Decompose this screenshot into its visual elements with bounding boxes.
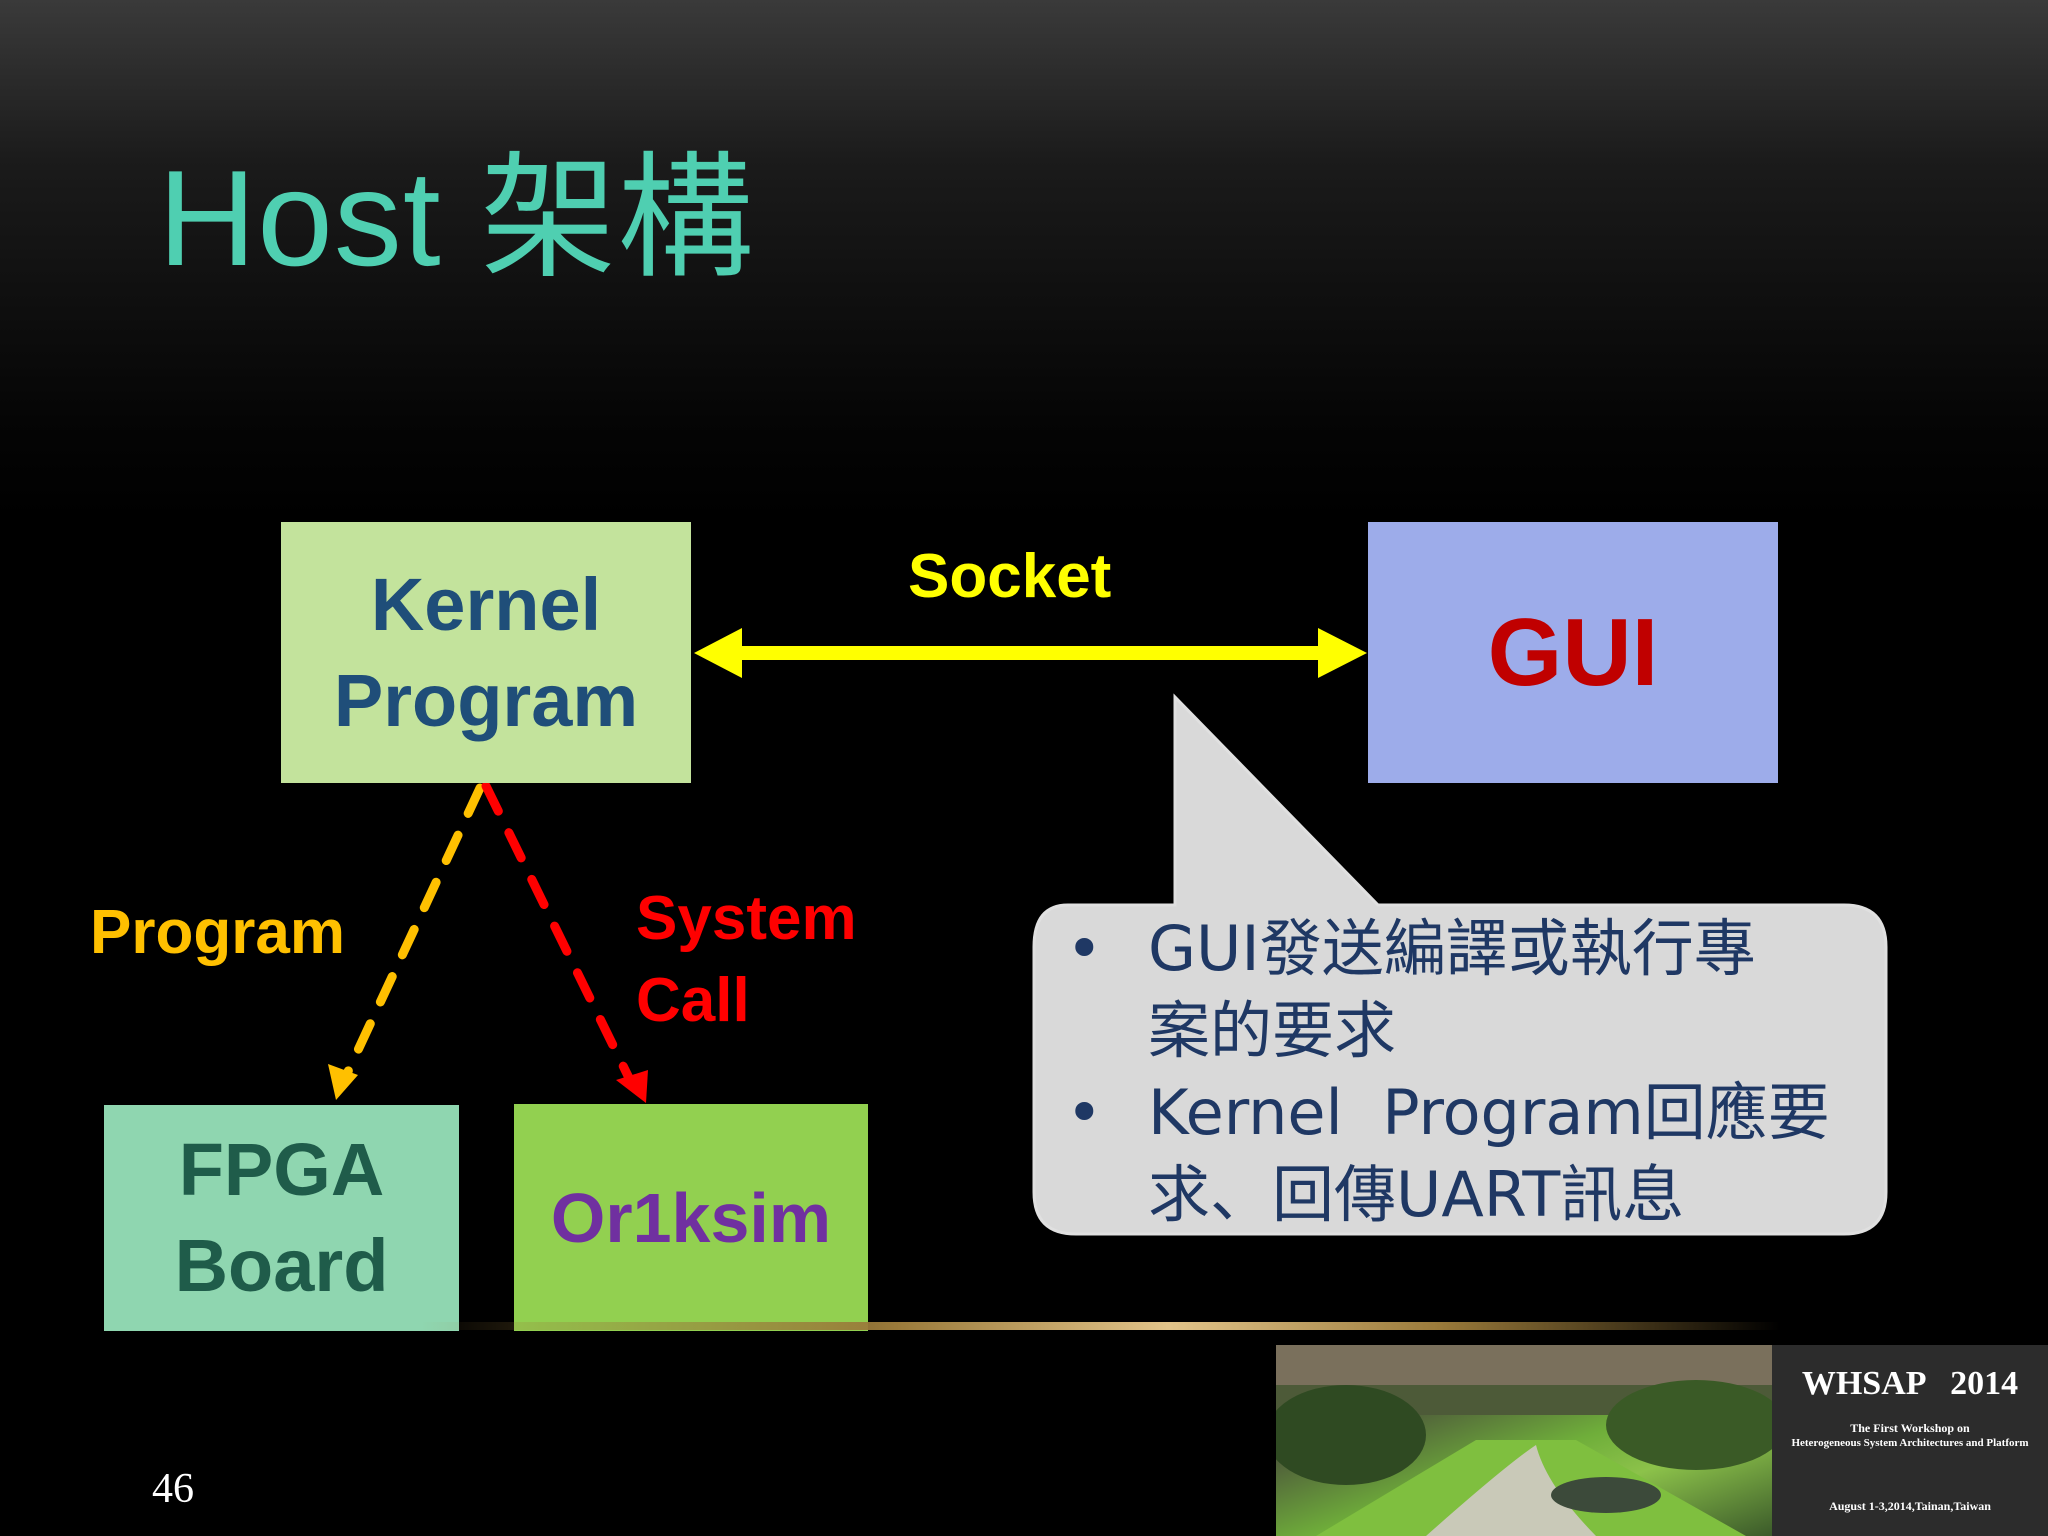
bullet-line: 求、回傳UART訊息: [1148, 1158, 1685, 1231]
fpga-board-node: FPGA Board: [104, 1105, 459, 1331]
kernel-program-label-line1: Kernel: [370, 562, 602, 646]
bullet-marker: •: [1066, 1076, 1103, 1149]
gui-node: GUI: [1368, 522, 1778, 783]
logo-panel: WHSAP 2014 The First Workshop on Heterog…: [1772, 1345, 2048, 1536]
bullet-line: GUI發送編譯或執行專: [1148, 912, 1756, 985]
logo-subtitle: Heterogeneous System Architectures and P…: [1791, 1437, 2029, 1449]
callout-bullet: • GUI發送編譯或執行專 案的要求: [1050, 908, 1890, 1072]
campus-photo-art: [1276, 1345, 1772, 1536]
footer-divider: [420, 1322, 1780, 1330]
bullet-marker: •: [1066, 912, 1103, 985]
bullet-line: 案的要求: [1148, 994, 1397, 1067]
socket-arrow: [694, 628, 1367, 678]
logo-subtitle: The First Workshop on: [1850, 1421, 1970, 1435]
or1ksim-label: Or1ksim: [550, 1178, 832, 1257]
system-call-label-line1: System: [636, 884, 857, 953]
kernel-program-label-line2: Program: [333, 658, 639, 742]
or1ksim-node: Or1ksim: [514, 1104, 868, 1331]
kernel-program-node: Kernel Program: [281, 522, 691, 783]
system-call-arrow: [481, 781, 648, 1103]
logo-title: WHSAP 2014: [1801, 1365, 2019, 1402]
conference-logo: WHSAP 2014 The First Workshop on Heterog…: [1276, 1345, 2048, 1536]
gui-label: GUI: [1487, 598, 1659, 706]
bullet-line: Kernel Program回應要: [1148, 1076, 1830, 1149]
fpga-board-label-line1: FPGA: [178, 1128, 385, 1211]
program-edge-label: Program: [90, 898, 345, 967]
callout-text: • GUI發送編譯或執行專 案的要求 • Kernel Program回應要 求…: [1050, 908, 1890, 1236]
logo-date: August 1-3,2014,Tainan,Taiwan: [1829, 1499, 1991, 1513]
system-call-label-line2: Call: [636, 966, 750, 1035]
system-call-label: System Call: [636, 878, 857, 1042]
callout-bubble: [1032, 693, 1888, 1236]
slide-title: Host 架構: [158, 142, 755, 294]
program-arrow: [328, 783, 485, 1100]
fpga-board-label-line2: Board: [174, 1224, 389, 1307]
callout-bullet: • Kernel Program回應要 求、回傳UART訊息: [1050, 1072, 1890, 1236]
campus-photo: [1276, 1345, 1772, 1536]
page-number: 46: [152, 1466, 194, 1512]
socket-label: Socket: [908, 542, 1112, 611]
